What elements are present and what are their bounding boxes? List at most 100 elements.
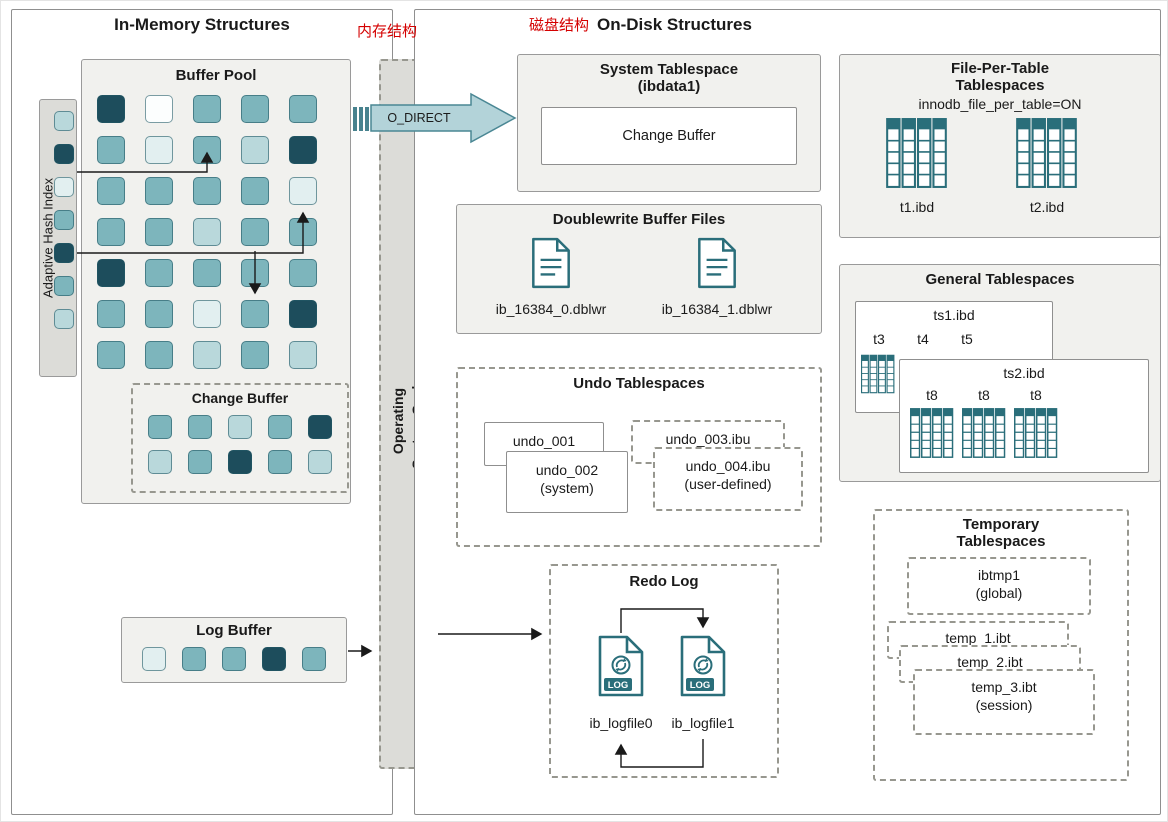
buffer-cell xyxy=(148,450,172,474)
buffer-cell xyxy=(241,136,269,164)
change-buffer-grid xyxy=(148,415,332,485)
t4-label: t4 xyxy=(917,331,929,347)
change-buffer-title: Change Buffer xyxy=(191,390,289,406)
t1-ibd-label: t1.ibd xyxy=(899,199,935,215)
buffer-cell xyxy=(145,95,173,123)
system-change-buffer-box: Change Buffer xyxy=(541,107,797,165)
table-icon xyxy=(962,405,1006,461)
in-memory-title: In-Memory Structures xyxy=(114,15,290,34)
on-disk-title-row: 磁盘结构 On-Disk Structures xyxy=(529,14,752,35)
buffer-cell xyxy=(97,341,125,369)
buffer-cell xyxy=(193,300,221,328)
undo-003-label: undo_003.ibu xyxy=(665,431,751,447)
adaptive-hash-index-grid xyxy=(54,111,74,342)
buffer-cell xyxy=(308,450,332,474)
buffer-cell xyxy=(228,415,252,439)
buffer-cell xyxy=(97,300,125,328)
t2-ibd-label: t2.ibd xyxy=(1029,199,1065,215)
buffer-cell xyxy=(193,259,221,287)
buffer-cell xyxy=(97,218,125,246)
t5-label: t5 xyxy=(961,331,973,347)
undo-002-box: undo_002 (system) xyxy=(506,451,628,513)
file-per-table-title-line1: File-Per-Table xyxy=(950,60,1050,77)
redo-log-title: Redo Log xyxy=(629,573,699,590)
buffer-cell xyxy=(188,450,212,474)
table-icon xyxy=(861,351,895,397)
buffer-cell xyxy=(145,177,173,205)
t3-label: t3 xyxy=(873,331,885,347)
buffer-cell xyxy=(289,95,317,123)
buffer-cell xyxy=(193,95,221,123)
buffer-cell xyxy=(289,259,317,287)
temp3-label: temp_3.ibt xyxy=(971,679,1037,695)
ibtmp1-box: ibtmp1 (global) xyxy=(907,557,1091,615)
log-buffer-title: Log Buffer xyxy=(196,622,272,639)
undo-002-label: undo_002 xyxy=(535,462,599,478)
buffer-cell xyxy=(148,415,172,439)
buffer-cell xyxy=(268,450,292,474)
buffer-cell xyxy=(289,177,317,205)
doublewrite-box xyxy=(456,204,822,334)
buffer-cell xyxy=(145,341,173,369)
undo-tablespaces-title: Undo Tablespaces xyxy=(573,375,705,392)
log-file-icon xyxy=(679,635,727,697)
buffer-cell xyxy=(289,300,317,328)
buffer-cell xyxy=(241,177,269,205)
undo-001-label: undo_001 xyxy=(512,433,576,449)
undo-004-sublabel: (user-defined) xyxy=(684,475,772,492)
system-change-buffer-label: Change Buffer xyxy=(622,128,716,144)
buffer-cell xyxy=(241,300,269,328)
buffer-cell xyxy=(289,341,317,369)
system-tablespace-title-line1: System Tablespace xyxy=(599,61,739,78)
buffer-cell xyxy=(142,647,166,671)
temp3-box: temp_3.ibt (session) xyxy=(913,669,1095,735)
memory-annotation-cn: 内存结构 xyxy=(357,23,418,40)
file-icon xyxy=(530,237,572,289)
buffer-cell xyxy=(241,218,269,246)
disk-annotation-cn: 磁盘结构 xyxy=(529,17,590,34)
ts1-label: ts1.ibd xyxy=(933,307,975,323)
buffer-cell xyxy=(54,210,74,230)
buffer-cell xyxy=(241,341,269,369)
t8-label: t8 xyxy=(978,387,990,403)
temporary-title-line2: Tablespaces xyxy=(956,533,1046,550)
buffer-cell xyxy=(97,259,125,287)
buffer-cell xyxy=(228,450,252,474)
buffer-cell xyxy=(222,647,246,671)
temporary-tablespaces-title: Temporary Tablespaces xyxy=(873,516,1129,550)
ts2-label: ts2.ibd xyxy=(1003,365,1045,381)
buffer-cell xyxy=(145,259,173,287)
buffer-cell xyxy=(54,276,74,296)
log-buffer-grid xyxy=(142,647,326,682)
buffer-cell xyxy=(54,243,74,263)
buffer-cell xyxy=(302,647,326,671)
buffer-cell xyxy=(97,95,125,123)
system-tablespace-title-line2: (ibdata1) xyxy=(637,78,701,95)
buffer-cell xyxy=(54,309,74,329)
os-cache-label-line1: Operating xyxy=(390,387,407,455)
temp3-sublabel: (session) xyxy=(975,696,1033,713)
buffer-cell xyxy=(193,177,221,205)
buffer-cell xyxy=(289,136,317,164)
file-per-table-title-line2: Tablespaces xyxy=(955,77,1045,94)
buffer-cell xyxy=(145,218,173,246)
file-icon xyxy=(696,237,738,289)
table-icon xyxy=(885,117,949,189)
undo-002-sublabel: (system) xyxy=(540,479,594,496)
buffer-pool-title: Buffer Pool xyxy=(175,67,257,84)
temporary-title-line1: Temporary xyxy=(962,516,1040,533)
ibtmp1-sublabel: (global) xyxy=(975,584,1023,601)
doublewrite-file0-label: ib_16384_0.dblwr xyxy=(495,301,607,317)
buffer-pool-grid xyxy=(97,95,317,382)
table-icon xyxy=(910,405,954,461)
undo-004-label: undo_004.ibu xyxy=(685,458,771,474)
temp2-label: temp_2.ibt xyxy=(957,654,1023,670)
temp1-label: temp_1.ibt xyxy=(945,630,1011,646)
redo-file0-label: ib_logfile0 xyxy=(589,715,653,731)
buffer-cell xyxy=(54,177,74,197)
undo-004-box: undo_004.ibu (user-defined) xyxy=(653,447,803,511)
buffer-cell xyxy=(54,144,74,164)
doublewrite-file1-label: ib_16384_1.dblwr xyxy=(661,301,773,317)
buffer-cell xyxy=(268,415,292,439)
